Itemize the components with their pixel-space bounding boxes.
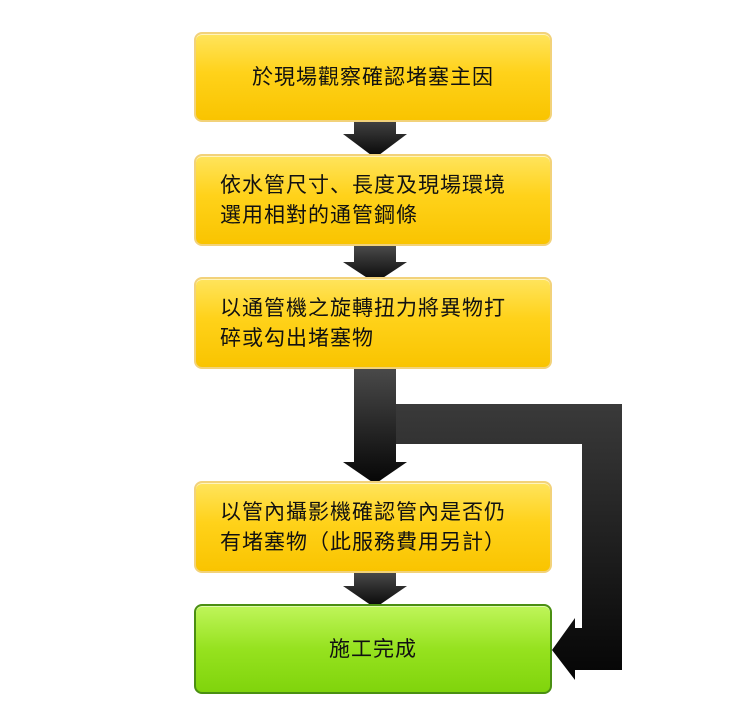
step-break-obstruction-line-2: 碎或勾出堵塞物 (220, 326, 374, 350)
step-camera-inspection-line-1: 以管內攝影機確認管內是否仍 (220, 500, 506, 524)
step-camera-inspection-line-2: 有堵塞物（此服務費用另計） (220, 530, 506, 554)
arrow-down-4 (343, 572, 407, 608)
step-select-steel-rod-line-2: 選用相對的通管鋼條 (220, 203, 418, 227)
step-break-obstruction: 以通管機之旋轉扭力將異物打 碎或勾出堵塞物 (194, 277, 552, 369)
step-select-steel-rod: 依水管尺寸、長度及現場環境 選用相對的通管鋼條 (194, 154, 552, 246)
step-construction-complete: 施工完成 (194, 604, 552, 694)
step-observe-blockage: 於現場觀察確認堵塞主因 (194, 32, 552, 122)
bypass-arrow (396, 404, 622, 680)
step-construction-complete-text: 施工完成 (329, 637, 417, 661)
step-camera-inspection: 以管內攝影機確認管內是否仍 有堵塞物（此服務費用另計） (194, 481, 552, 573)
arrow-down-3 (343, 368, 407, 484)
step-break-obstruction-line-1: 以通管機之旋轉扭力將異物打 (220, 296, 506, 320)
arrow-down-1 (343, 116, 407, 158)
step-observe-blockage-text: 於現場觀察確認堵塞主因 (252, 65, 494, 89)
arrow-down-2 (343, 246, 407, 283)
step-select-steel-rod-line-1: 依水管尺寸、長度及現場環境 (220, 173, 506, 197)
